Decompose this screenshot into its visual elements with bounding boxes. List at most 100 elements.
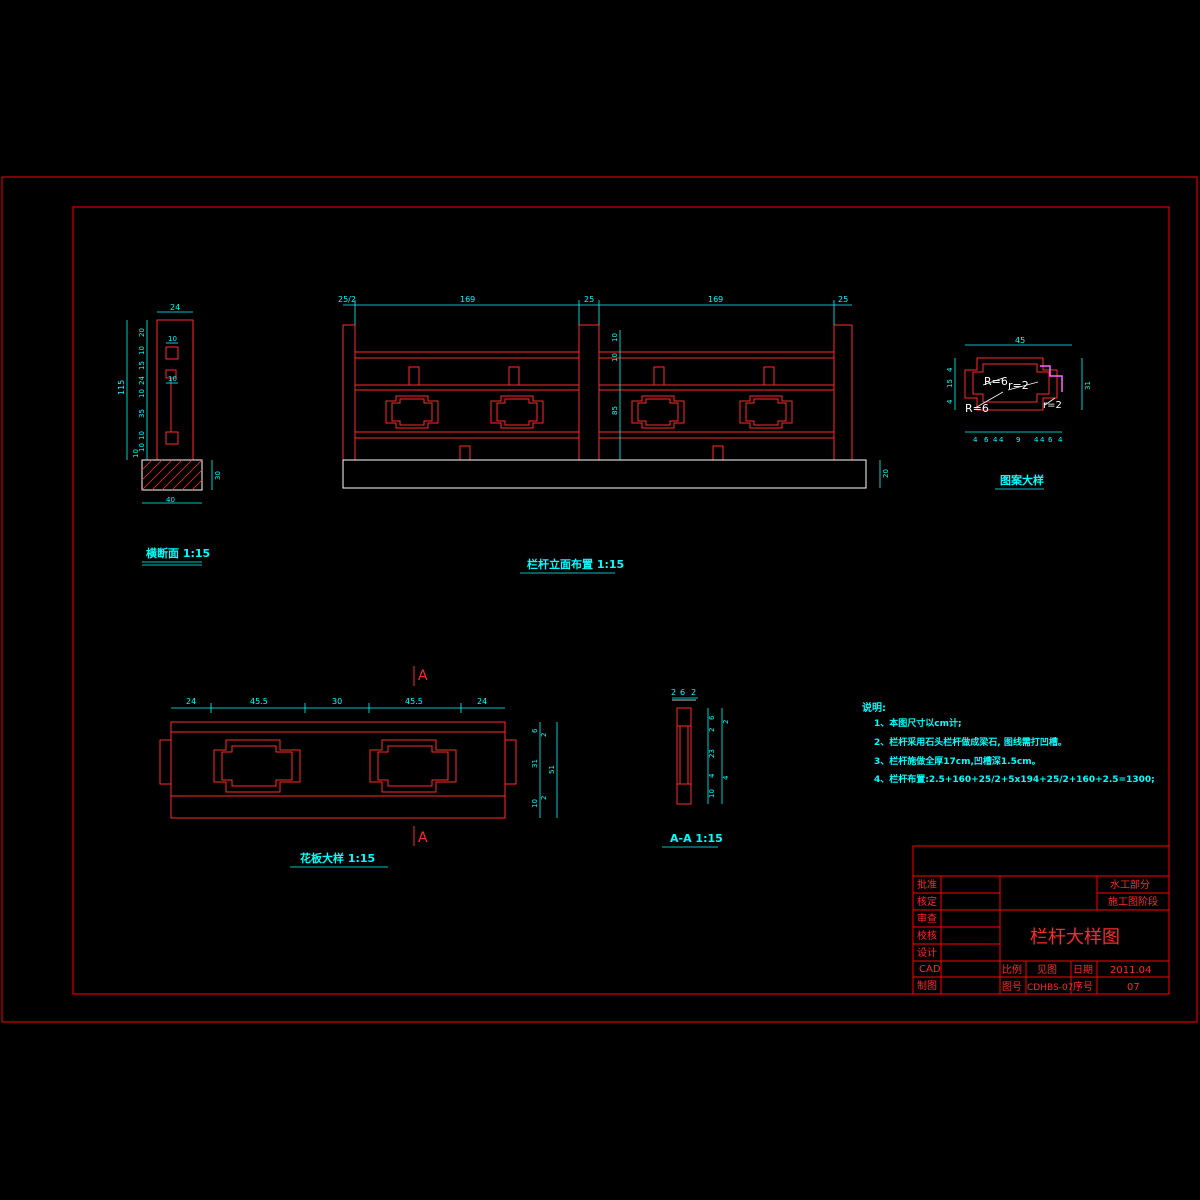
pattern-left-1: 4 (946, 367, 954, 372)
panel-dim-top-1: 24 (186, 697, 196, 706)
pattern-bottom-5: 9 (1016, 436, 1020, 444)
aa-dim-top-2: 6 (680, 688, 685, 697)
tb-no-value: CDHBS-07 (1027, 983, 1073, 993)
section-dim-d3: 15 (138, 361, 146, 370)
pattern-dim-top: 45 (1015, 336, 1025, 345)
tb-row-4: 校核 (917, 929, 937, 942)
panel-dim-right-2: 31 (531, 759, 539, 768)
aa-title: A-A 1:15 (670, 832, 723, 845)
aa-dim-small-2: 4 (722, 775, 730, 780)
panel-dim-top-5: 24 (477, 697, 487, 706)
notes-line-2: 2、栏杆采用石头栏杆做成梁石, 图线需打凹槽。 (874, 736, 1067, 748)
elev-dim-a: 25/2 (338, 295, 356, 304)
elev-dim-e: 25 (838, 295, 848, 304)
aa-dim-top-1: 2 (671, 688, 676, 697)
pattern-bottom-4: 4 (999, 436, 1004, 444)
tb-row-5: 设计 (917, 946, 937, 959)
aa-dim-right-1: 6 (708, 715, 716, 720)
tb-seq-label: 序号 (1073, 980, 1093, 993)
panel-dim-right-total: 51 (548, 765, 556, 774)
section-dim-d1: 20 (138, 328, 146, 337)
tb-scale-label: 比例 (1002, 963, 1022, 976)
notes-line-3: 3、栏杆施做全厚17cm,凹槽深1.5cm。 (874, 755, 1041, 767)
panel-dim-top-3: 30 (332, 697, 342, 706)
panel-dim-top-2: 45.5 (250, 697, 268, 706)
notes-line-4: 4、栏杆布置:2.5+160+25/2+5x194+25/2+160+2.5=1… (874, 773, 1155, 785)
section-dim-d6: 35 (138, 409, 146, 418)
cross-section: 24 115 20 10 15 24 10 35 10 10 10 10 10 … (117, 303, 222, 566)
elev-dim-b: 169 (460, 295, 475, 304)
aa-section: 2 6 2 6 2 23 4 10 2 4 A-A 1:15 (662, 688, 730, 848)
section-dim-d7: 10 (138, 431, 146, 440)
aa-dim-top-3: 2 (691, 688, 696, 697)
aa-dim-right-4: 4 (708, 773, 716, 778)
panel-cut-top: A (418, 668, 428, 684)
notes-line-1: 1、本图尺寸以cm计; (874, 717, 962, 729)
aa-dim-right-3: 23 (708, 749, 716, 758)
elev-dim-d: 169 (708, 295, 723, 304)
section-dim-total: 115 (117, 380, 126, 395)
pattern-bottom-6: 4 (1034, 436, 1039, 444)
pattern-r2: r=2 (1008, 379, 1029, 392)
section-dim-lbl-b: 10 (168, 375, 177, 383)
tb-org-2: 施工图阶段 (1108, 895, 1158, 908)
panel-dim-top-4: 45.5 (405, 697, 423, 706)
aa-dim-right-2: 2 (708, 728, 716, 732)
tb-row-6: CAD (919, 964, 941, 975)
elev-dim-v3: 85 (611, 406, 619, 415)
elev-dim-v4: 20 (882, 469, 890, 478)
tb-row-3: 审查 (917, 912, 937, 925)
tb-seq-value: 07 (1127, 982, 1140, 993)
pattern-r1: R=6 (984, 375, 1008, 388)
section-title: 横断面 1:15 (146, 546, 210, 560)
panel-cut-bottom: A (418, 830, 428, 846)
outer-frame (1, 176, 1198, 1023)
aa-dim-small-1: 2 (722, 720, 730, 724)
tb-row-1: 批准 (917, 878, 937, 891)
panel-title: 花板大样 1:15 (300, 851, 375, 865)
tb-drawing-title: 栏杆大样图 (1030, 927, 1120, 948)
panel-dim-right-1: 6 (531, 728, 539, 733)
pattern-r4: r=2 (1043, 400, 1062, 411)
elev-dim-v2: 10 (611, 333, 619, 342)
pattern-r3: R=6 (965, 402, 989, 415)
inner-frame (72, 206, 1170, 995)
section-dim-d9: 10 (132, 449, 140, 458)
tb-org-1: 水工部分 (1110, 878, 1150, 891)
section-dim-d5: 10 (138, 389, 146, 398)
tb-scale-value: 见图 (1037, 964, 1057, 976)
elev-dim-c: 25 (584, 295, 594, 304)
pattern-bottom-9: 4 (1058, 436, 1063, 444)
panel-dim-small-1: 2 (540, 733, 548, 737)
pattern-title: 图案大样 (1000, 473, 1044, 487)
notes: 说明: 1、本图尺寸以cm计; 2、栏杆采用石头栏杆做成梁石, 图线需打凹槽。 … (862, 701, 1155, 785)
aa-dim-right-5: 10 (708, 789, 716, 798)
tb-row-7: 制图 (917, 979, 937, 992)
pattern-bottom-3: 4 (993, 436, 998, 444)
railing-elevation: 25/2 169 25 169 25 10 10 85 20 栏杆立面布置 1:… (338, 295, 890, 574)
pattern-bottom-2: 6 (984, 436, 989, 444)
section-dim-d8: 10 (138, 443, 146, 452)
section-dim-base-w: 40 (166, 496, 175, 504)
elevation-title: 栏杆立面布置 1:15 (527, 557, 624, 571)
pattern-bottom-8: 6 (1048, 436, 1053, 444)
section-dim-base-h: 30 (214, 471, 222, 480)
pattern-left-3: 4 (946, 399, 954, 404)
panel-dim-right-3: 10 (531, 799, 539, 808)
elev-dim-v1: 10 (611, 353, 619, 362)
section-dim-lbl-a: 10 (168, 335, 177, 343)
pattern-dim-right: 31 (1084, 381, 1092, 390)
notes-heading: 说明: (862, 701, 886, 714)
section-dim-d2: 10 (138, 346, 146, 355)
pattern-left-2: 15 (946, 379, 954, 388)
tb-row-2: 核定 (917, 895, 937, 908)
title-block: 批准 核定 审查 校核 设计 CAD 制图 水工部分 施工图阶段 栏杆大样图 比… (912, 845, 1170, 995)
pattern-detail: 45 31 R=6 r=2 R=6 r=2 4 15 4 4 6 4 4 9 4… (946, 336, 1092, 490)
panel-detail: A A 24 45.5 30 45.5 24 6 31 10 51 2 2 花板… (159, 666, 558, 868)
section-dim-top: 24 (170, 303, 180, 312)
tb-date-label: 日期 (1073, 964, 1093, 976)
tb-no-label: 图号 (1002, 981, 1022, 993)
tb-date-value: 2011.04 (1110, 965, 1151, 976)
section-dim-d4: 24 (138, 376, 146, 385)
